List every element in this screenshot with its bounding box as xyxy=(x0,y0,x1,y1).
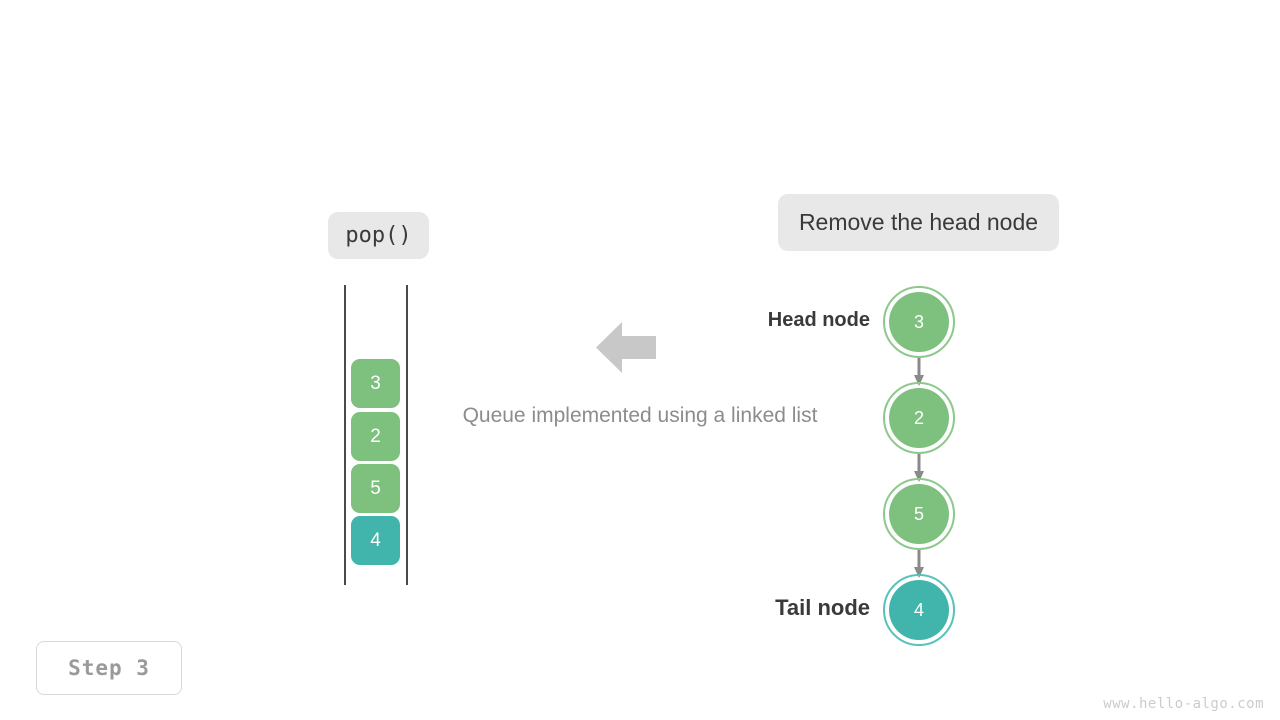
node-outer-ring xyxy=(883,286,955,358)
linked-list-node: 2 xyxy=(883,382,955,454)
queue-cell: 3 xyxy=(351,359,400,408)
step-badge-label: Step 3 xyxy=(68,656,150,680)
node-value: 3 xyxy=(913,311,924,332)
left-arrow-icon xyxy=(596,322,656,373)
connector-arrow-icon xyxy=(914,550,924,578)
tail-node-label: Tail node xyxy=(775,595,870,620)
queue-cell: 4 xyxy=(351,516,400,565)
queue-cell-value: 5 xyxy=(370,477,381,499)
action-chip: Remove the head node xyxy=(778,194,1059,251)
operation-chip: pop() xyxy=(328,212,429,259)
queue-wall-right xyxy=(406,285,408,585)
queue-cell-value: 4 xyxy=(370,529,381,551)
queue-cell: 5 xyxy=(351,464,400,513)
node-value: 2 xyxy=(913,407,924,428)
linked-list: 3 2 5 4 xyxy=(880,285,960,646)
step-badge: Step 3 xyxy=(36,641,182,695)
node-value: 4 xyxy=(913,599,924,620)
queue-cell-value: 2 xyxy=(370,425,381,447)
operation-chip-label: pop() xyxy=(345,223,412,248)
diagram-caption: Queue implemented using a linked list xyxy=(462,404,818,427)
queue-wall-left xyxy=(344,285,346,585)
node-value: 5 xyxy=(913,503,924,524)
linked-list-node-tail: 4 xyxy=(883,574,955,646)
node-outer-ring xyxy=(883,382,955,454)
queue-cell: 2 xyxy=(351,412,400,461)
queue-cell-value: 3 xyxy=(370,372,381,394)
connector-arrow-icon xyxy=(914,454,924,482)
head-node-label: Head node xyxy=(767,309,870,331)
watermark: www.hello-algo.com xyxy=(1103,696,1264,712)
action-chip-label: Remove the head node xyxy=(798,209,1039,235)
queue-container: 3 2 5 4 xyxy=(344,285,410,585)
linked-list-node: 5 xyxy=(883,478,955,550)
connector-arrow-icon xyxy=(914,358,924,386)
node-outer-ring xyxy=(883,478,955,550)
linked-list-node-head: 3 xyxy=(883,286,955,358)
node-outer-ring xyxy=(883,574,955,646)
